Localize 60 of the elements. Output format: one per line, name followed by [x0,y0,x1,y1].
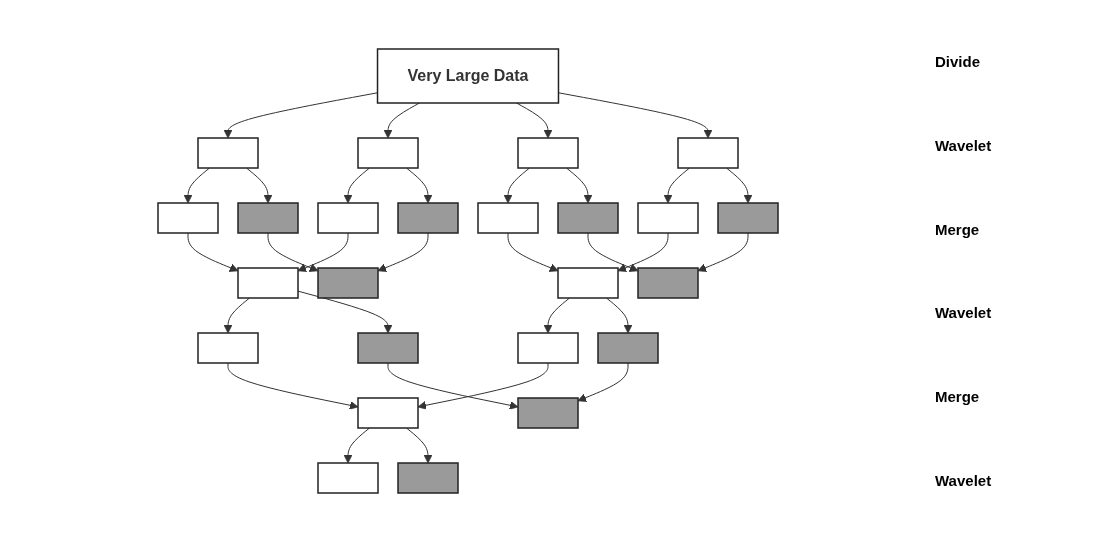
arrow [617,232,668,272]
step-label: Divide [935,53,981,71]
arrow [223,297,250,334]
node-box [636,267,699,299]
node-box [196,137,259,169]
arrow [725,167,752,204]
node-box [196,332,259,364]
step-label: Merge [935,387,981,405]
node-box [516,332,579,364]
step-label: Wavelet [935,304,993,322]
arrow [297,232,348,272]
arrow [343,427,370,464]
arrow [577,362,628,402]
node-box [676,137,739,169]
node-box [316,267,379,299]
step-label: Wavelet [935,137,993,154]
arrow [223,92,378,139]
node-box [356,137,419,169]
arrow [383,102,420,139]
arrow [405,427,432,464]
node-box [396,462,459,494]
arrow [543,297,570,334]
arrow [183,167,210,204]
node-box [476,202,539,234]
node-box [356,397,419,429]
node-box [316,202,379,234]
arrow [503,167,530,204]
arrow [387,362,518,410]
node-box [236,202,299,234]
arrow [297,290,392,334]
arrow [557,92,712,139]
node-box [596,332,659,364]
arrow [187,232,238,272]
node-box [556,202,619,234]
node-box [356,332,419,364]
arrow [507,232,558,272]
node-box [516,137,579,169]
arrow [663,167,690,204]
node-box: Very Large Data [376,48,559,104]
node-box [316,462,379,494]
node-box [156,202,219,234]
arrow [417,362,548,410]
step-label: Merge [935,220,981,238]
arrow [377,232,428,272]
step-label: Wavelet [935,471,993,489]
arrow [697,232,748,272]
arrow [245,167,272,204]
node-box [556,267,619,299]
arrow [587,232,638,272]
node-box [236,267,299,299]
node-box [516,397,579,429]
arrow [565,167,592,204]
node-box [396,202,459,234]
arrow [405,167,432,204]
node-box [636,202,699,234]
arrow [605,297,632,334]
arrow [343,167,370,204]
arrow [267,232,318,272]
node-box [716,202,779,234]
arrow [227,362,358,410]
